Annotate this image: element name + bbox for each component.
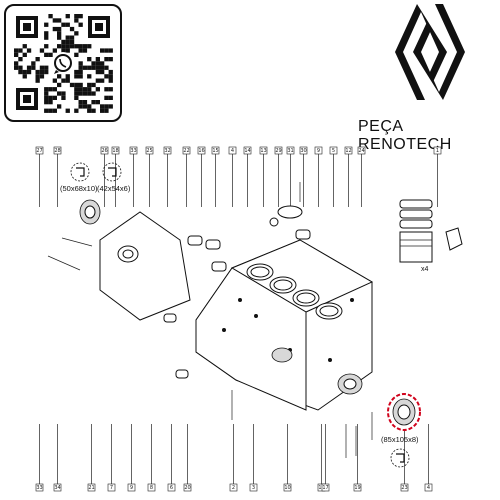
renault-diamond-logo-icon xyxy=(395,4,465,100)
callout-number: 26 xyxy=(101,148,107,154)
callout-number: 22 xyxy=(183,148,189,154)
callout-number: 19 xyxy=(354,485,360,491)
callout-number: 4 xyxy=(427,485,430,491)
callout-number: 7 xyxy=(110,485,113,491)
callout-box xyxy=(87,483,96,492)
callout-box xyxy=(100,146,109,155)
callout-number: 28 xyxy=(54,148,60,154)
callout-box xyxy=(353,483,362,492)
callout-number: 8 xyxy=(150,485,153,491)
callout-number: 5 xyxy=(332,148,335,154)
callout-number: 25 xyxy=(146,148,152,154)
seal-icons-front xyxy=(70,162,122,182)
callout-box xyxy=(424,483,433,492)
callout-number: 21 xyxy=(88,485,94,491)
callout-number: 3 xyxy=(252,485,255,491)
callout-number: 33 xyxy=(36,485,42,491)
callout-number: 6 xyxy=(170,485,173,491)
brand-name: PEÇA RENOTECH xyxy=(358,118,452,153)
callout-number: 16 xyxy=(198,148,204,154)
callout-row-top: 27 28 26 18 33 25 32 22 16 15 4 14 13 29 31 30 9 5 12 24 1 xyxy=(35,146,442,207)
callout-number: 31 xyxy=(287,148,293,154)
callout-number: 4 xyxy=(231,148,234,154)
callout-number: 10 xyxy=(284,485,290,491)
callout-box xyxy=(163,146,172,155)
callout-box xyxy=(249,483,258,492)
callout-box xyxy=(127,483,136,492)
callout-box xyxy=(182,146,191,155)
callout-number: 29 xyxy=(275,148,281,154)
rear-crank-seal xyxy=(387,393,421,431)
callout-number: 15 xyxy=(212,148,218,154)
callout-box xyxy=(111,146,120,155)
callout-box xyxy=(321,483,330,492)
callout-box xyxy=(243,146,252,155)
bearing-shells xyxy=(163,229,311,379)
callout-box xyxy=(314,146,323,155)
callout-box xyxy=(274,146,283,155)
callout-number: 9 xyxy=(317,148,320,154)
callout-number: 18 xyxy=(112,148,118,154)
callout-number: 24 xyxy=(358,148,364,154)
callout-box xyxy=(53,483,62,492)
callout-number: 12 xyxy=(345,148,351,154)
seal-icon-rear xyxy=(390,448,410,468)
callout-box xyxy=(183,483,192,492)
piston-quantity: x4 xyxy=(421,266,429,273)
callout-number: 11 xyxy=(318,485,324,491)
callout-box xyxy=(211,146,220,155)
callout-number: 14 xyxy=(244,148,250,154)
qr-code-panel xyxy=(4,4,122,122)
bolts xyxy=(47,182,373,458)
callout-box xyxy=(107,483,116,492)
seal-size-front-outer: (50x68x10) xyxy=(60,184,98,193)
callout-box xyxy=(344,146,353,155)
callout-number: 34 xyxy=(54,485,60,491)
callout-box xyxy=(35,146,44,155)
callout-box xyxy=(329,146,338,155)
callout-number: 1 xyxy=(436,148,439,154)
callout-box xyxy=(35,483,44,492)
callout-box xyxy=(286,146,295,155)
callout-box xyxy=(197,146,206,155)
callout-number: 9 xyxy=(130,485,133,491)
seal-size-front-inner: (42x54x6) xyxy=(97,184,131,193)
plug xyxy=(269,217,279,227)
callout-box xyxy=(53,146,62,155)
cylinder-block xyxy=(195,239,374,411)
callout-box xyxy=(129,146,138,155)
callout-box xyxy=(283,483,292,492)
callout-box xyxy=(229,483,238,492)
oil-filler-cap xyxy=(277,205,303,219)
callout-number: 32 xyxy=(164,148,170,154)
callout-box xyxy=(228,146,237,155)
callout-box xyxy=(145,146,154,155)
callout-box xyxy=(299,146,308,155)
piston-set: x4 xyxy=(399,199,463,273)
callout-number: 17 xyxy=(322,485,328,491)
callout-box xyxy=(357,146,366,155)
callout-number: 33 xyxy=(130,148,136,154)
callout-number: 13 xyxy=(260,148,266,154)
callout-number: 27 xyxy=(36,148,42,154)
callout-box xyxy=(147,483,156,492)
qr-code xyxy=(14,14,113,113)
callout-number: 23 xyxy=(401,485,407,491)
callout-number: 30 xyxy=(300,148,306,154)
seal-size-rear: (85x105x8) xyxy=(381,435,419,444)
callout-number: 2 xyxy=(232,485,235,491)
front-cover xyxy=(99,211,191,321)
callout-box xyxy=(433,146,442,155)
front-crank-seal xyxy=(79,199,101,225)
callout-box xyxy=(167,483,176,492)
callout-box xyxy=(400,483,409,492)
callout-number: 20 xyxy=(184,485,190,491)
callout-box xyxy=(259,146,268,155)
whatsapp-icon xyxy=(52,52,74,74)
